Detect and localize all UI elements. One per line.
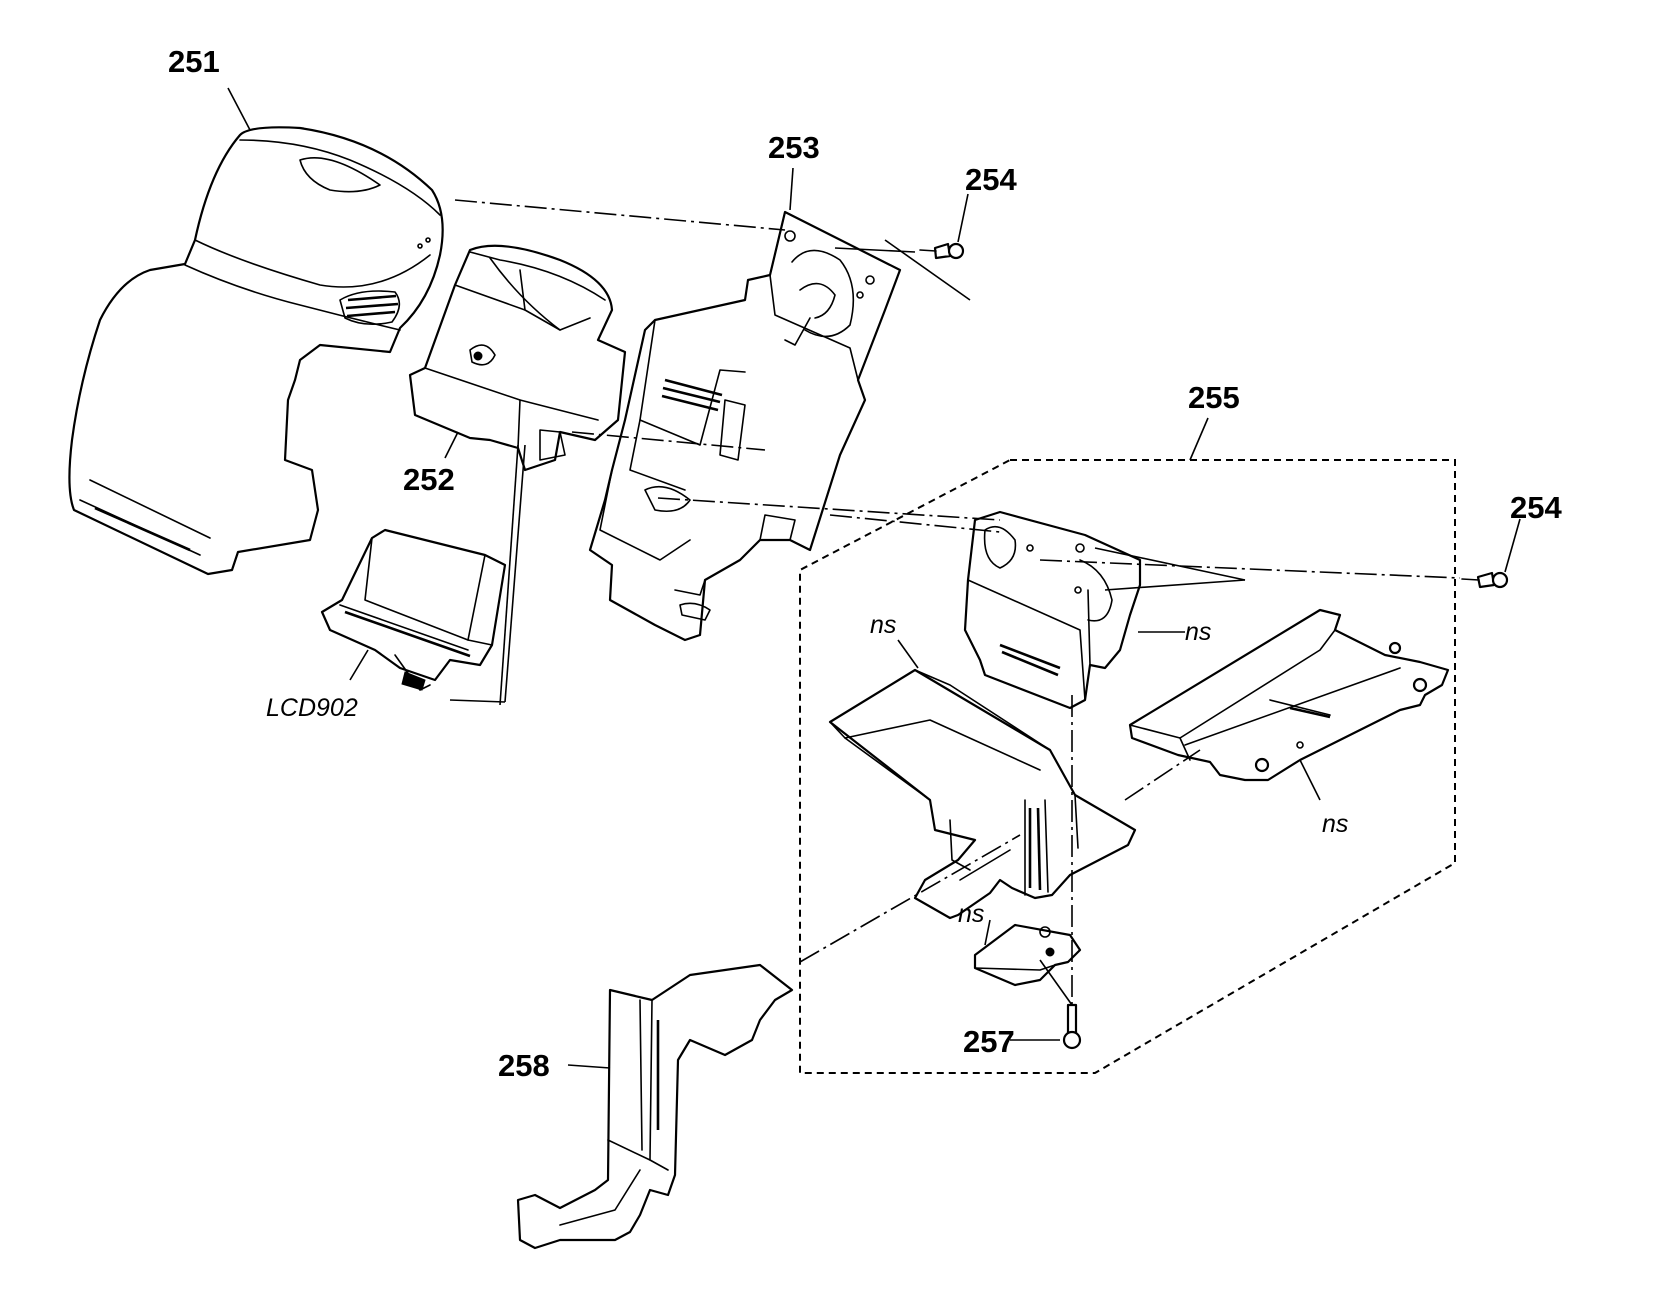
screw-254-top xyxy=(919,242,965,260)
callout-leaders xyxy=(227,87,1521,1069)
part-lcd902 xyxy=(320,528,507,691)
part-rail-bracket-ns xyxy=(1128,608,1450,782)
label-lcd902: LCD902 xyxy=(266,694,358,722)
label-ns-plate: ns xyxy=(870,611,896,639)
part-251-viewfinder-cover xyxy=(68,126,444,576)
label-ns-rail: ns xyxy=(1322,810,1348,838)
part-258-flex-cable xyxy=(516,963,794,1250)
label-257: 257 xyxy=(963,1024,1015,1059)
label-255: 255 xyxy=(1188,380,1240,415)
screw-254-right xyxy=(1461,571,1509,589)
label-254-top: 254 xyxy=(965,162,1017,197)
alignment-lines xyxy=(449,199,1461,1006)
part-small-plate-ns xyxy=(973,923,1082,987)
label-ns-small-plate: ns xyxy=(958,900,984,928)
assembly-255-outline xyxy=(799,459,1456,1074)
label-252: 252 xyxy=(403,462,455,497)
label-254-right: 254 xyxy=(1510,490,1562,525)
label-ns-motor: ns xyxy=(1185,618,1211,646)
part-folded-plate-ns xyxy=(828,668,1137,920)
label-251: 251 xyxy=(168,44,220,79)
label-253: 253 xyxy=(768,130,820,165)
screw-257 xyxy=(1062,1003,1082,1050)
part-motor-bracket-ns xyxy=(963,510,1142,710)
part-252-eyepiece-block xyxy=(408,244,627,472)
label-258: 258 xyxy=(498,1048,550,1083)
callout-labels: 251 252 253 254 254 255 257 258 LCD902 n… xyxy=(168,44,1562,1083)
part-253-main-bracket xyxy=(588,210,902,642)
